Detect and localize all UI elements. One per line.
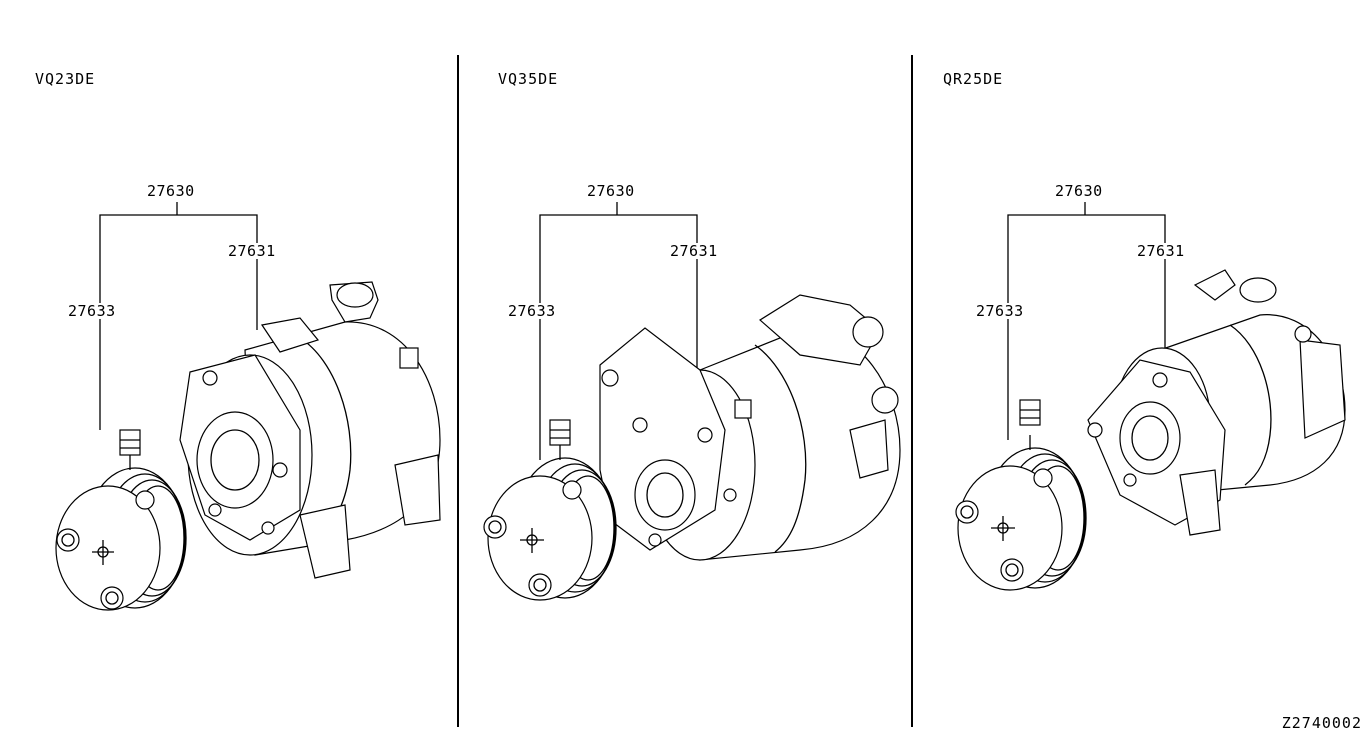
- panel-2-compressor-drawing: [599, 294, 901, 561]
- panel-3-compressor-drawing: [1087, 269, 1346, 536]
- panel-2-leader-lines: [539, 202, 698, 460]
- panel-3-clutch-drawing: [955, 399, 1087, 591]
- panel-2-clutch-drawing: [483, 419, 617, 601]
- panel-3-leader-lines: [1007, 202, 1166, 440]
- diagram-reference-code: Z2740002: [1281, 714, 1362, 732]
- panel-2-engine-label: VQ35DE: [498, 70, 559, 88]
- panel-1-leader-lines: [99, 202, 258, 430]
- panel-2-clutch-part-number: 27633: [508, 302, 556, 320]
- panel-1-compressor-part-number: 27631: [228, 242, 276, 260]
- panel-3-clutch-part-number: 27633: [976, 302, 1024, 320]
- panel-2-compressor-part-number: 27631: [670, 242, 718, 260]
- panel-1-engine-label: VQ23DE: [35, 70, 96, 88]
- panel-1-clutch-drawing: [55, 429, 187, 611]
- panel-1-compressor-drawing: [179, 281, 441, 579]
- panel-1-assembly-part-number: 27630: [147, 182, 195, 200]
- panel-1-clutch-part-number: 27633: [68, 302, 116, 320]
- panel-3-assembly-part-number: 27630: [1055, 182, 1103, 200]
- panel-3-engine-label: QR25DE: [943, 70, 1004, 88]
- panel-divider: [911, 55, 913, 727]
- panel-2-assembly-part-number: 27630: [587, 182, 635, 200]
- panel-3-compressor-part-number: 27631: [1137, 242, 1185, 260]
- panel-divider: [457, 55, 459, 727]
